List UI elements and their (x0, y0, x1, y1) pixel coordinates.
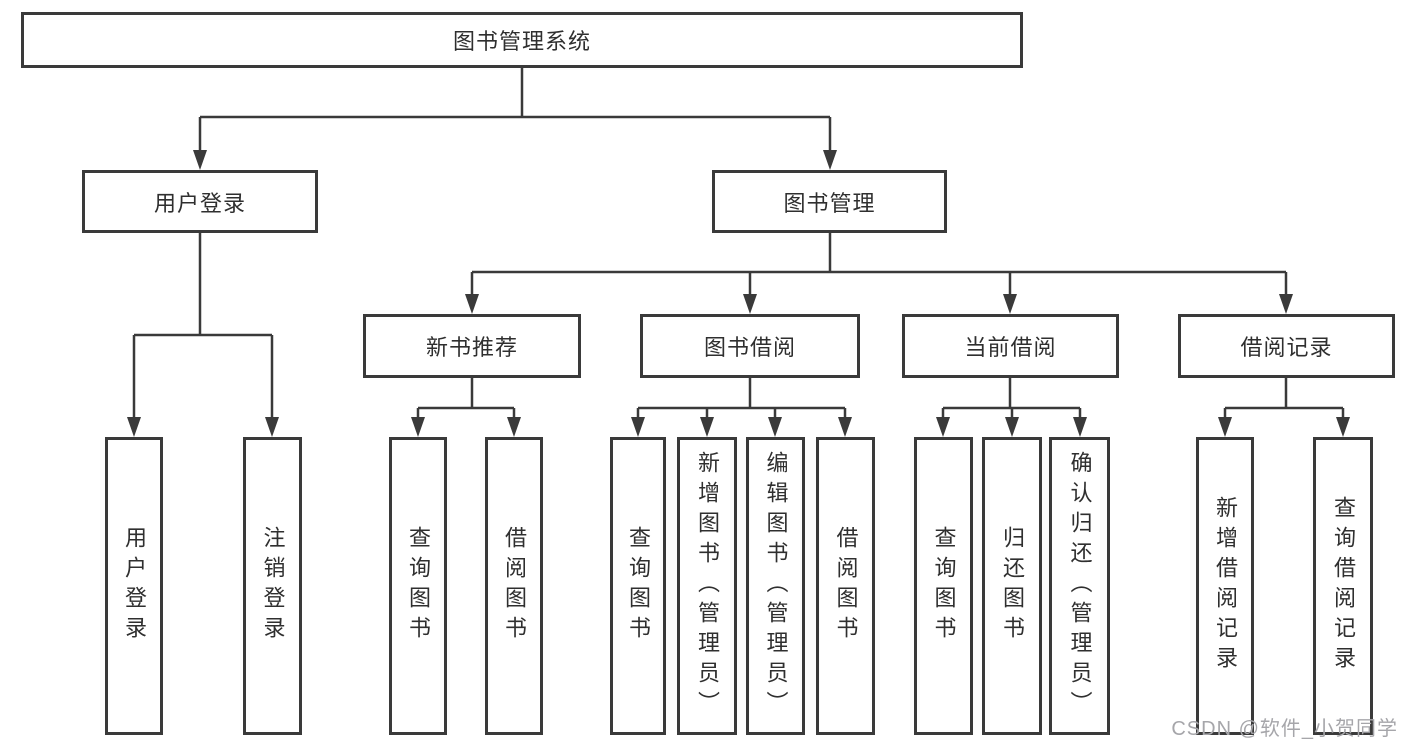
arrow-icon (631, 417, 645, 437)
arrow-icon (265, 417, 279, 437)
node-current-borrowing: 当前借阅 (902, 314, 1119, 378)
leaf-add-books-admin: 新增图书（管理员） (677, 437, 737, 735)
arrow-icon (1005, 417, 1019, 437)
arrow-icon (411, 417, 425, 437)
leaf-confirm-return-admin: 确认归还（管理员） (1049, 437, 1110, 735)
node-library-management-system: 图书管理系统 (21, 12, 1023, 68)
connector-current-borrow (941, 378, 1082, 419)
leaf-query-borrow-record: 查询借阅记录 (1313, 437, 1373, 735)
node-book-borrowing: 图书借阅 (640, 314, 860, 378)
connector-book-borrow (636, 378, 847, 419)
arrow-icon (465, 294, 479, 314)
arrow-icon (823, 150, 837, 170)
csdn-watermark: CSDN @软件_小贺同学 (1171, 718, 1398, 740)
leaf-edit-books-admin: 编辑图书（管理员） (746, 437, 805, 735)
arrow-icon (1003, 294, 1017, 314)
connector-root (198, 68, 832, 152)
arrow-icon (1336, 417, 1350, 437)
node-new-book-recommendation: 新书推荐 (363, 314, 581, 378)
arrow-icon (700, 417, 714, 437)
node-user-login: 用户登录 (82, 170, 318, 233)
arrow-icon (768, 417, 782, 437)
arrow-icon (838, 417, 852, 437)
leaf-logout: 注销登录 (243, 437, 302, 735)
leaf-return-books: 归还图书 (982, 437, 1042, 735)
leaf-user-login: 用户登录 (105, 437, 163, 735)
arrow-icon (1218, 417, 1232, 437)
connector-new-book (416, 378, 516, 419)
leaf-query-books-current: 查询图书 (914, 437, 973, 735)
leaf-borrow-books-recommend: 借阅图书 (485, 437, 543, 735)
arrow-icon (507, 417, 521, 437)
arrow-icon (127, 417, 141, 437)
arrow-icon (743, 294, 757, 314)
connector-user-login (132, 233, 274, 419)
arrow-icon (936, 417, 950, 437)
leaf-borrow-books: 借阅图书 (816, 437, 875, 735)
connector-book-management (470, 233, 1288, 296)
node-book-management: 图书管理 (712, 170, 947, 233)
node-borrowing-records: 借阅记录 (1178, 314, 1395, 378)
leaf-query-books-borrow: 查询图书 (610, 437, 666, 735)
arrow-icon (193, 150, 207, 170)
leaf-query-books-recommend: 查询图书 (389, 437, 447, 735)
arrow-icon (1073, 417, 1087, 437)
arrow-icon (1279, 294, 1293, 314)
connector-borrow-records (1223, 378, 1345, 419)
leaf-add-borrow-record: 新增借阅记录 (1196, 437, 1254, 735)
